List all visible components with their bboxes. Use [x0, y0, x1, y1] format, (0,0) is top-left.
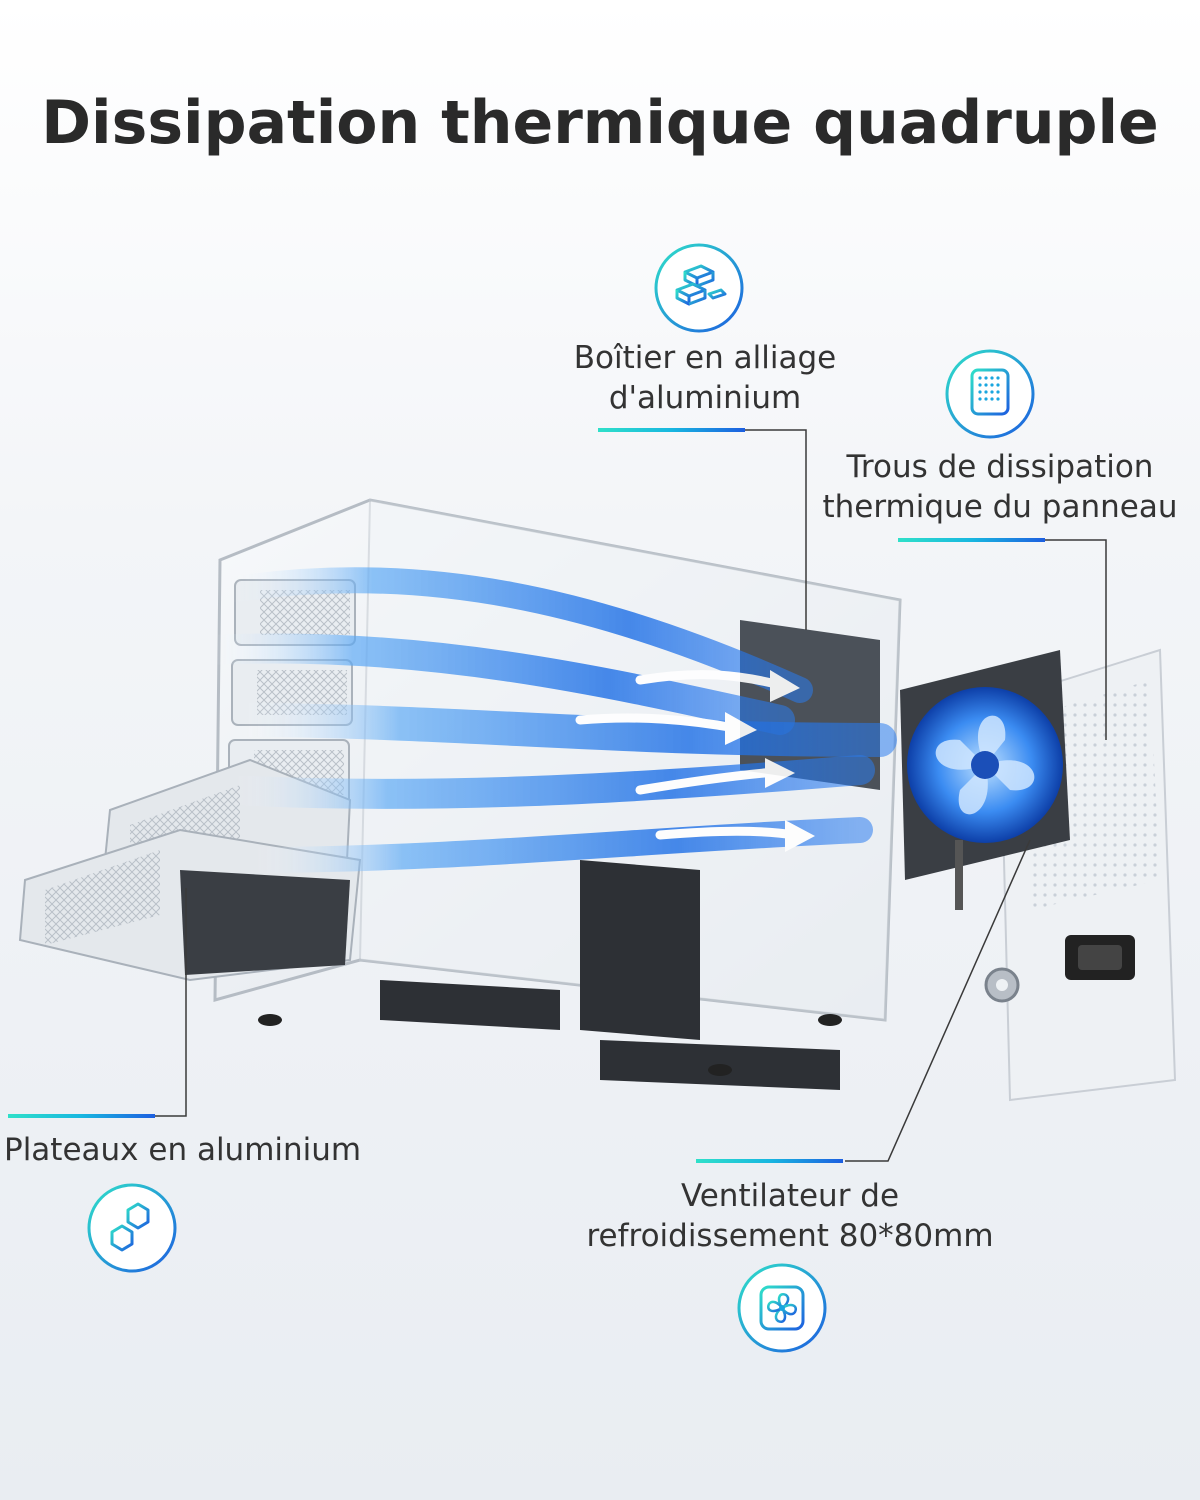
- perforated-panel-icon: [945, 349, 1035, 439]
- page-title: Dissipation thermique quadruple: [41, 88, 1159, 158]
- hexagons-icon: [87, 1183, 177, 1273]
- housing-label-line1: Boîtier en alliage: [573, 340, 837, 376]
- trays-accent-bar: [8, 1114, 155, 1118]
- fan-label: Ventilateur de refroidissement 80*80mm: [540, 1176, 1040, 1256]
- fan-label-line2: refroidissement 80*80mm: [586, 1218, 994, 1254]
- fan-label-line1: Ventilateur de: [680, 1178, 900, 1214]
- fan-accent-bar: [696, 1159, 843, 1163]
- housing-label: Boîtier en alliage d'aluminium: [530, 338, 880, 418]
- callout-lines: [155, 429, 1107, 1162]
- airflow: [195, 567, 897, 873]
- panel-holes-label-line2: thermique du panneau: [822, 489, 1178, 525]
- trays-label: Plateaux en aluminium: [4, 1132, 362, 1168]
- panel-holes-accent-bar: [898, 538, 1045, 542]
- aluminium-bars-icon: [654, 243, 744, 333]
- panel-holes-label: Trous de dissipation thermique du pannea…: [805, 447, 1195, 527]
- fan-unit: [900, 650, 1070, 910]
- fan-icon: [737, 1263, 827, 1353]
- panel-holes-label-line1: Trous de dissipation: [846, 449, 1154, 485]
- housing-accent-bar: [598, 428, 745, 432]
- housing-label-line2: d'aluminium: [608, 380, 802, 416]
